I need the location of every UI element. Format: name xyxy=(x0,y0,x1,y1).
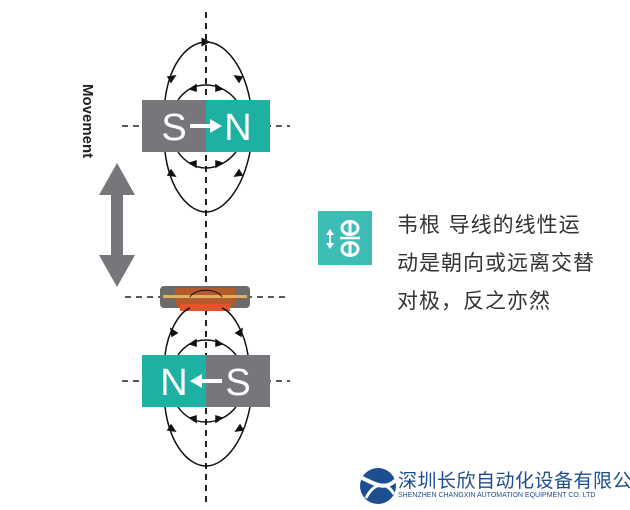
movement-arrow-icon xyxy=(99,163,135,287)
company-logo-icon xyxy=(360,468,398,504)
wiegand-coil xyxy=(160,286,250,311)
company-name-cn: 深圳长欣自动化设备有限公司 xyxy=(398,470,630,492)
movement-label: Movement xyxy=(79,84,96,159)
bottom-magnet-n-pole: N xyxy=(160,362,187,404)
description-text: 韦根 导线的线性运 动是朝向或远离交替 对极，反之亦然 xyxy=(397,206,595,320)
top-magnet xyxy=(142,100,270,152)
description-line: 韦根 导线的线性运 xyxy=(397,213,581,237)
top-field-lines xyxy=(164,37,251,213)
description-line: 动是朝向或远离交替 xyxy=(397,251,595,275)
company-name-en: SHENZHEN CHANGXIN AUTOMATION EQUIPMENT C… xyxy=(398,492,596,499)
bottom-magnet xyxy=(142,355,270,407)
top-magnet-s-pole: S xyxy=(161,107,186,149)
top-magnet-n-pole: N xyxy=(224,107,251,149)
bottom-field-lines xyxy=(164,307,251,467)
wiegand-icon xyxy=(318,211,372,265)
bottom-magnet-s-pole: S xyxy=(225,362,250,404)
description-line: 对极，反之亦然 xyxy=(397,289,551,313)
